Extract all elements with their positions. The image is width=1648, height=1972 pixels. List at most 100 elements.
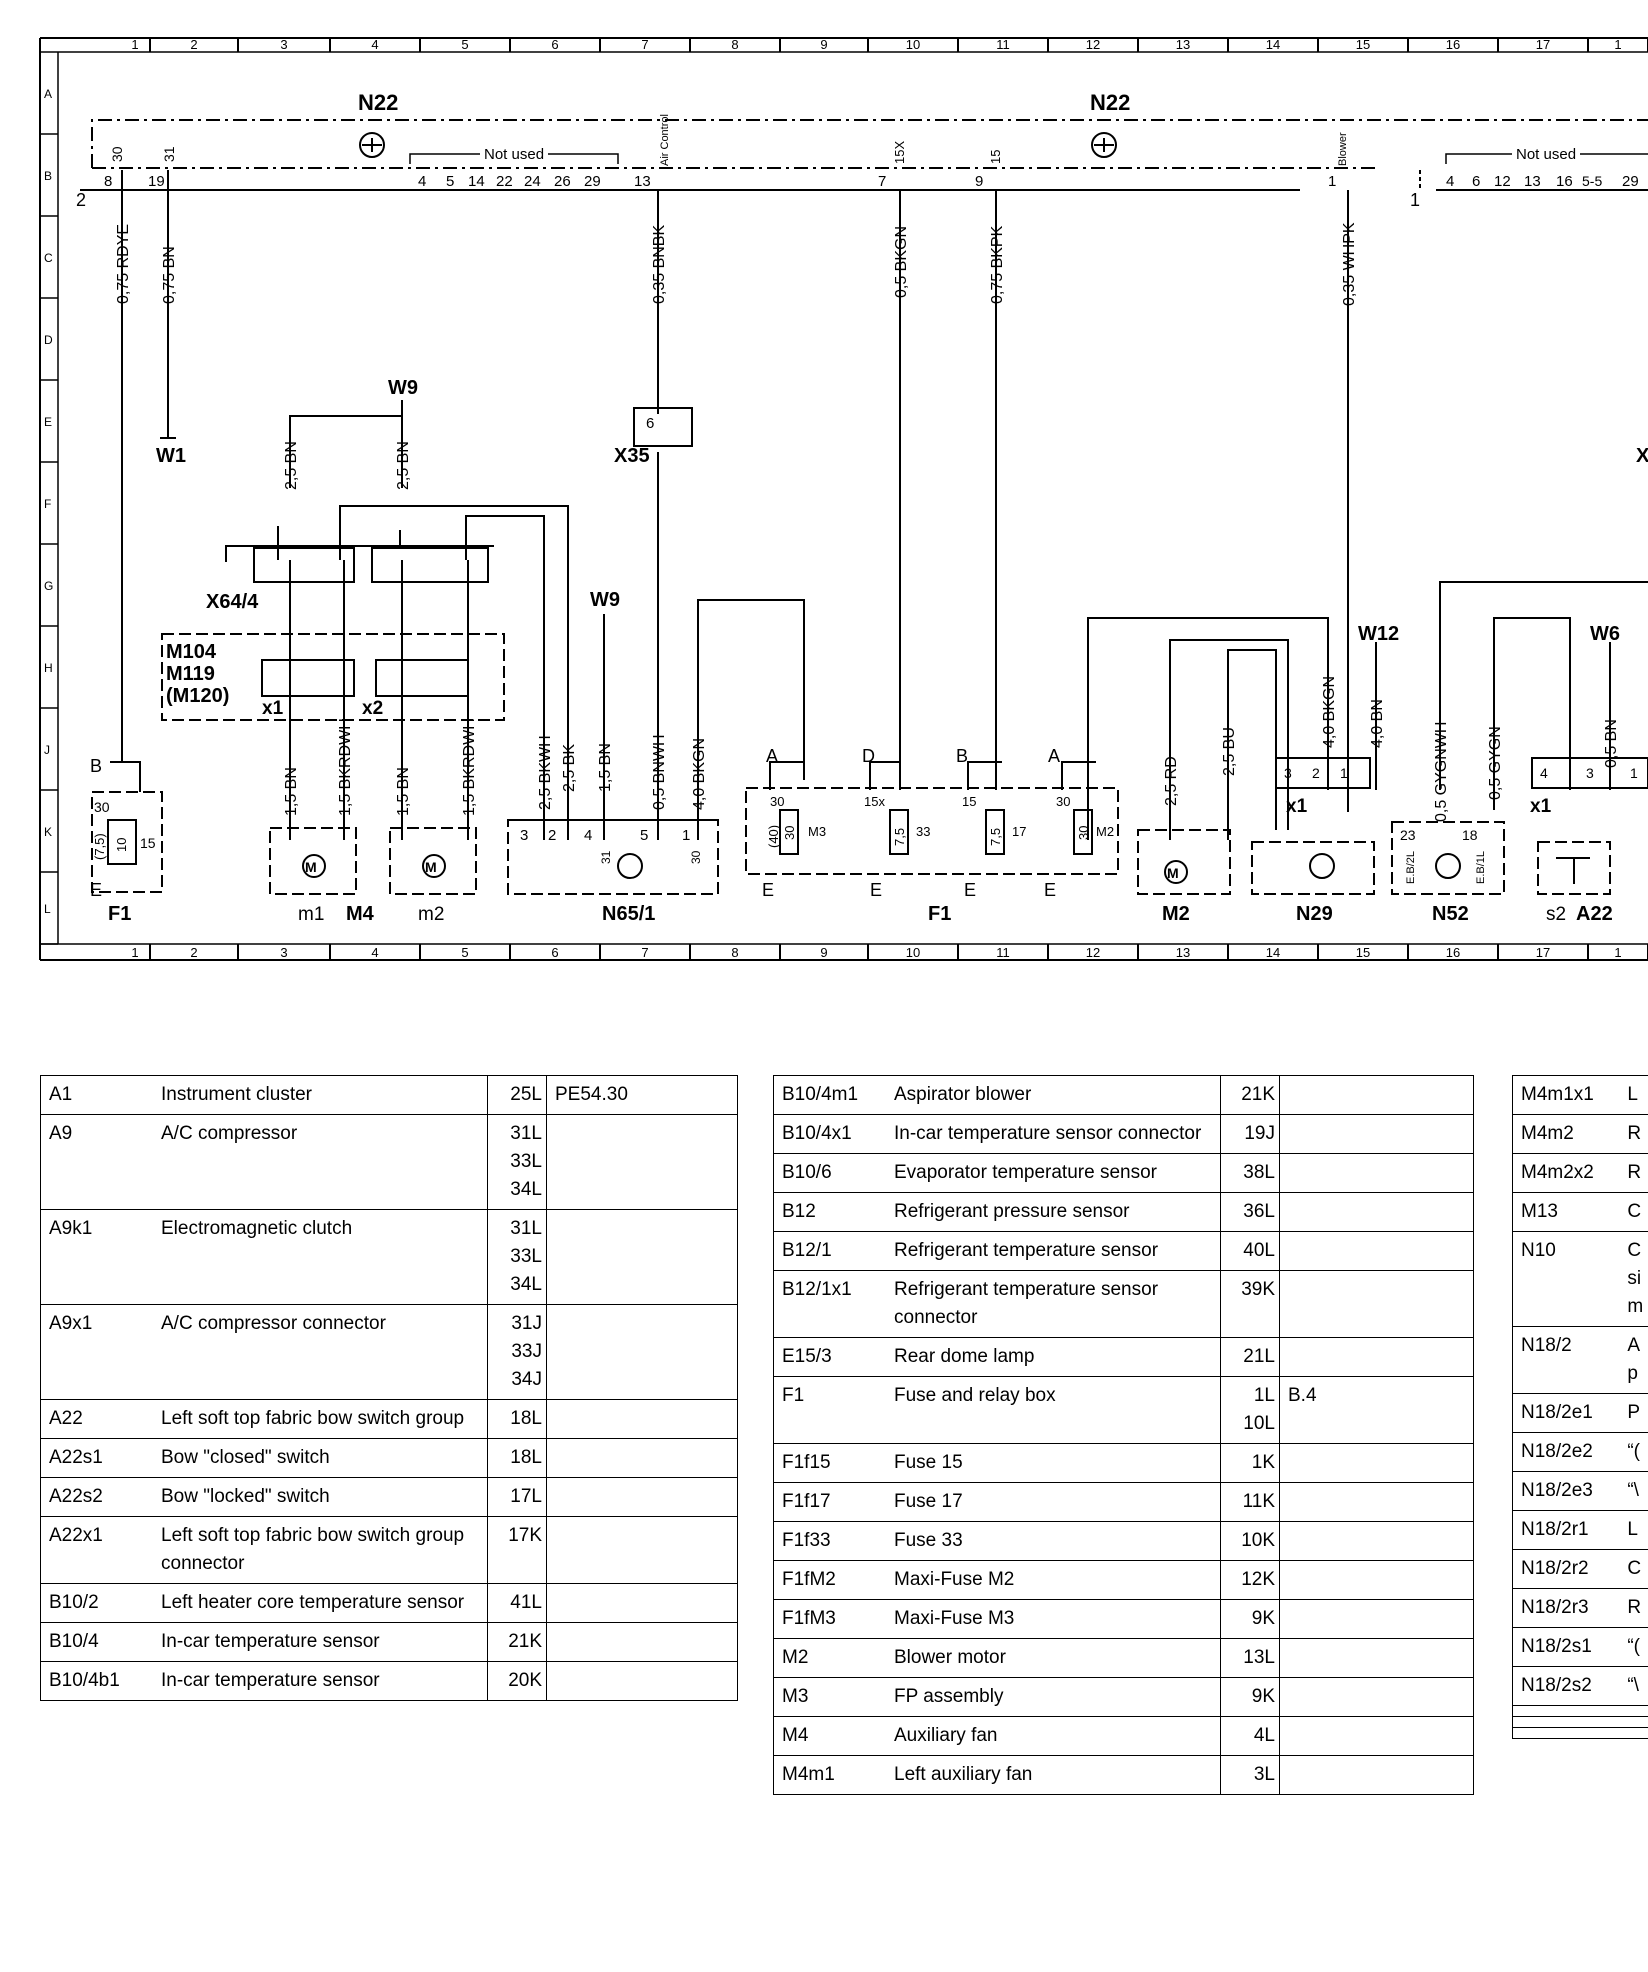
n65-pin-30: 30 bbox=[689, 850, 703, 864]
legend-cell-id: A22s1 bbox=[40, 1438, 153, 1478]
grid-column-label: 2 bbox=[190, 37, 197, 52]
wire-label-15bn-a: 1,5 BN bbox=[283, 767, 300, 816]
n65-1-module bbox=[507, 819, 719, 895]
legend-cell-ref bbox=[1279, 1443, 1474, 1483]
legend-cell-ref bbox=[1279, 1755, 1474, 1795]
a22-pin-3: 3 bbox=[1586, 765, 1594, 781]
n29-module bbox=[1251, 757, 1375, 895]
pin-air-control-label: Air Control bbox=[659, 114, 671, 166]
legend-cell-id: M3 bbox=[773, 1677, 886, 1717]
legend-cell-desc: Electromagnetic clutch bbox=[153, 1209, 488, 1305]
w12-label: W12 bbox=[1358, 623, 1399, 645]
legend-cell-id: F1fM3 bbox=[773, 1599, 886, 1639]
n22-control-unit bbox=[80, 119, 1648, 191]
grid-column-label: 10 bbox=[906, 945, 920, 960]
legend-cell-desc: Maxi-Fuse M2 bbox=[886, 1560, 1221, 1600]
grid-row-label: L bbox=[44, 902, 51, 916]
connector-1-label: 1 bbox=[1410, 190, 1420, 210]
svg-text:M: M bbox=[305, 859, 317, 875]
f1-fuse-17: 17 bbox=[1012, 824, 1026, 839]
f1-pin-30-left: 30 bbox=[94, 799, 110, 815]
legend-cell-id: N18/2e1 bbox=[1512, 1393, 1620, 1433]
n52-label: N52 bbox=[1432, 903, 1469, 925]
legend-cell-desc bbox=[1619, 1705, 1648, 1717]
f1-terminal-15: 15 bbox=[962, 794, 976, 809]
n52-pin-eb2l: E.B/2L bbox=[1405, 851, 1417, 884]
grid-column-label: 2 bbox=[190, 945, 197, 960]
f1-pin-a-1: A bbox=[766, 746, 778, 766]
x64-4-label: X64/4 bbox=[206, 591, 259, 613]
f1-label-middle: F1 bbox=[928, 903, 951, 925]
legend-cell-loc: 9K bbox=[1220, 1677, 1280, 1717]
legend-cell-desc: Maxi-Fuse M3 bbox=[886, 1599, 1221, 1639]
f1-fuse-box-middle bbox=[745, 761, 1119, 875]
wire-label-25bkwh: 2,5 BKWH bbox=[537, 735, 554, 810]
legend-cell-desc: L bbox=[1619, 1510, 1648, 1550]
legend-cell-id: A9 bbox=[40, 1114, 153, 1210]
wire-label-15bn-c: 1,5 BN bbox=[597, 743, 614, 792]
f1-terminal-30-b: 30 bbox=[1056, 794, 1070, 809]
legend-cell-desc: Left auxiliary fan bbox=[886, 1755, 1221, 1795]
legend-cell-ref bbox=[546, 1661, 738, 1701]
legend-cell-loc: 25L bbox=[487, 1075, 547, 1115]
motor-icon-m2: M bbox=[1167, 865, 1179, 881]
legend-row: N18/2s1“( bbox=[1512, 1627, 1648, 1667]
grid-column-ticks bbox=[149, 38, 1648, 960]
grid-column-label: 8 bbox=[731, 37, 738, 52]
grid-column-label: 11 bbox=[996, 37, 1010, 52]
legend-cell-desc: Blower motor bbox=[886, 1638, 1221, 1678]
grid-column-label: 10 bbox=[906, 37, 920, 52]
grid-column-label: 17 bbox=[1536, 37, 1550, 52]
pin-30-label: 30 bbox=[109, 146, 125, 162]
legend-cell-loc: 21L bbox=[1220, 1337, 1280, 1377]
legend-cell-loc: 19J bbox=[1220, 1114, 1280, 1154]
legend-cell-ref bbox=[546, 1438, 738, 1478]
a22-pin-4: 4 bbox=[1540, 765, 1548, 781]
grid-column-label: 1 bbox=[1614, 37, 1621, 52]
legend-cell-id: M4 bbox=[773, 1716, 886, 1756]
n65-pin-4: 4 bbox=[584, 827, 592, 844]
not-used-pin-14: 14 bbox=[468, 173, 485, 190]
f1-fuse-15-left: 15 bbox=[140, 835, 156, 851]
legend-cell-ref bbox=[546, 1304, 738, 1400]
connector-2-label: 2 bbox=[76, 190, 86, 210]
grid-column-label: 4 bbox=[371, 945, 378, 960]
grid-column-label: 12 bbox=[1086, 945, 1100, 960]
m119-label: M119 bbox=[166, 663, 215, 685]
pin-31-label: 31 bbox=[161, 146, 177, 162]
legend-cell-desc: In-car temperature sensor bbox=[153, 1622, 488, 1662]
legend-cell-desc: Evaporator temperature sensor bbox=[886, 1153, 1221, 1193]
legend-cell-ref bbox=[1279, 1192, 1474, 1232]
legend-cell-desc: “( bbox=[1619, 1432, 1648, 1472]
grid-row-label: G bbox=[44, 579, 53, 593]
legend-cell-id: N18/2e3 bbox=[1512, 1471, 1620, 1511]
grid-column-label: 6 bbox=[551, 37, 558, 52]
legend-cell-ref bbox=[1279, 1716, 1474, 1756]
grid-column-label: 15 bbox=[1356, 945, 1370, 960]
m2-small-label: m2 bbox=[418, 904, 444, 925]
n29-pin-3: 3 bbox=[1284, 765, 1292, 781]
legend-cell-desc: In-car temperature sensor connector bbox=[886, 1114, 1221, 1154]
legend-cell-desc: “\ bbox=[1619, 1666, 1648, 1706]
legend-cell-desc: R bbox=[1619, 1588, 1648, 1628]
legend-cell-ref bbox=[546, 1209, 738, 1305]
legend-cell-loc: 40L bbox=[1220, 1231, 1280, 1271]
svg-text:M: M bbox=[425, 859, 437, 875]
legend-cell-ref bbox=[1279, 1270, 1474, 1338]
grid-row-label: J bbox=[44, 743, 50, 757]
legend-cell-id: B10/6 bbox=[773, 1153, 886, 1193]
legend-cell-desc: Refrigerant pressure sensor bbox=[886, 1192, 1221, 1232]
grid-column-label: 13 bbox=[1176, 945, 1190, 960]
w9-label-mid: W9 bbox=[590, 589, 620, 611]
